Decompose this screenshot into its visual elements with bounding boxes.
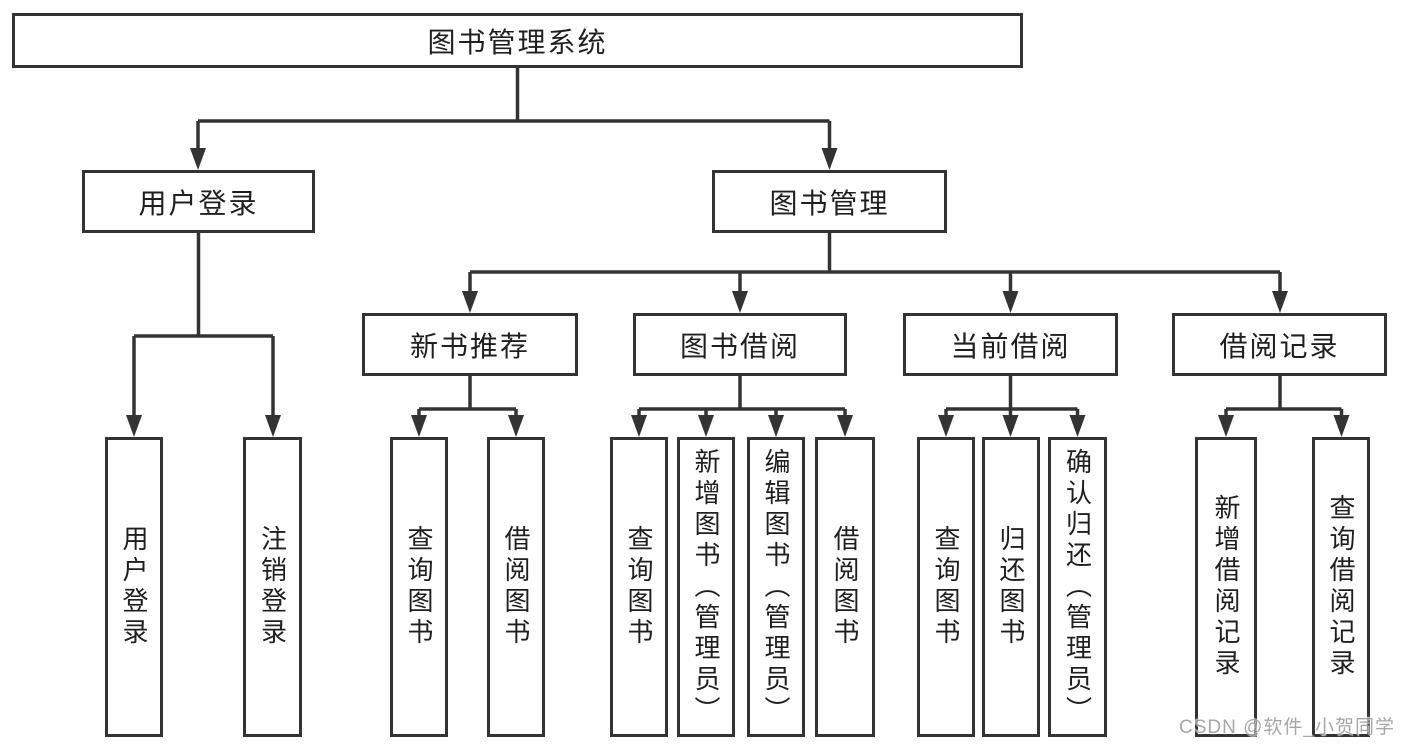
edges-root <box>190 68 838 170</box>
node-user-login-label: 用户登录 <box>138 187 259 219</box>
leaf-edit-books-admin: 编辑图书（管理员） <box>747 437 805 737</box>
edge-line <box>417 376 518 417</box>
leaf-logout-label: 注销登录 <box>257 525 288 649</box>
arrow-down-icon <box>1002 291 1019 313</box>
leaf-query-books-current: 查询图书 <box>917 437 975 737</box>
edge-line <box>132 233 275 417</box>
node-new-book-recommend-label: 新书推荐 <box>409 330 530 362</box>
leaf-borrow-books-recommend: 借阅图书 <box>487 437 545 737</box>
arrow-down-icon <box>768 415 784 437</box>
leaf-query-books-current-label: 查询图书 <box>931 525 961 649</box>
leaf-user-login: 用户登录 <box>105 437 163 737</box>
leaf-edit-books-admin-label: 编辑图书（管理员） <box>761 447 791 727</box>
node-current-borrow-label: 当前借阅 <box>950 330 1071 362</box>
arrow-down-icon <box>631 415 647 437</box>
edges-current-borrow <box>938 376 1086 437</box>
arrow-down-icon <box>265 415 281 437</box>
edges-user-login <box>126 233 281 437</box>
edges-borrow-records <box>1218 376 1350 437</box>
leaf-add-borrow-record: 新增借阅记录 <box>1195 437 1257 737</box>
arrow-down-icon <box>1218 415 1234 437</box>
leaf-borrow-books-label: 借阅图书 <box>830 525 860 649</box>
node-root: 图书管理系统 <box>12 13 1023 68</box>
leaf-add-books-admin: 新增图书（管理员） <box>677 437 735 737</box>
node-book-borrow-label: 图书借阅 <box>679 330 800 362</box>
leaf-borrow-books-recommend-label: 借阅图书 <box>501 525 531 649</box>
node-current-borrow: 当前借阅 <box>903 313 1118 376</box>
node-root-label: 图书管理系统 <box>427 26 608 58</box>
arrow-down-icon <box>938 415 954 437</box>
arrow-down-icon <box>462 291 478 313</box>
node-borrow-records: 借阅记录 <box>1172 313 1387 376</box>
leaf-logout: 注销登录 <box>243 437 302 737</box>
leaf-query-borrow-record: 查询借阅记录 <box>1312 437 1370 737</box>
edge-line <box>944 376 1080 417</box>
arrow-down-icon <box>411 415 427 437</box>
leaf-add-borrow-record-label: 新增借阅记录 <box>1211 494 1241 680</box>
arrow-down-icon <box>508 415 524 437</box>
arrow-down-icon <box>732 291 748 313</box>
watermark: CSDN @软件_小贺同学 <box>1179 717 1395 738</box>
node-book-management-label: 图书管理 <box>769 187 890 219</box>
arrow-down-icon <box>1272 291 1288 313</box>
edges-book-borrow <box>631 376 853 437</box>
leaf-query-books-borrow: 查询图书 <box>610 437 668 737</box>
edge-line <box>468 233 1282 292</box>
arrow-down-icon <box>821 148 838 170</box>
edges-book-management <box>462 233 1288 313</box>
arrow-down-icon <box>126 415 142 437</box>
leaf-query-books-borrow-label: 查询图书 <box>624 525 654 649</box>
leaf-confirm-return-admin-label: 确认归还（管理员） <box>1062 447 1093 727</box>
node-borrow-records-label: 借阅记录 <box>1219 330 1340 362</box>
node-book-management: 图书管理 <box>712 170 947 233</box>
leaf-return-books: 归还图书 <box>982 437 1040 737</box>
edge-line <box>1224 376 1344 417</box>
leaf-confirm-return-admin: 确认归还（管理员） <box>1048 437 1107 737</box>
leaf-borrow-books: 借阅图书 <box>815 437 875 737</box>
arrow-down-icon <box>190 148 206 170</box>
arrow-down-icon <box>1069 415 1086 437</box>
node-user-login: 用户登录 <box>82 170 315 233</box>
leaf-query-borrow-record-label: 查询借阅记录 <box>1326 494 1356 680</box>
node-new-book-recommend: 新书推荐 <box>362 313 578 376</box>
arrow-down-icon <box>1002 415 1019 437</box>
leaf-user-login-label: 用户登录 <box>119 525 149 649</box>
edges-new-book-recommend <box>411 376 524 437</box>
leaf-add-books-admin-label: 新增图书（管理员） <box>691 447 721 727</box>
edge-line <box>196 68 832 150</box>
arrow-down-icon <box>837 415 853 437</box>
leaf-query-books-recommend: 查询图书 <box>390 437 448 737</box>
leaf-query-books-recommend-label: 查询图书 <box>404 525 434 649</box>
edge-line <box>637 376 847 417</box>
leaf-return-books-label: 归还图书 <box>996 525 1026 649</box>
arrow-down-icon <box>1333 415 1350 437</box>
node-book-borrow: 图书借阅 <box>633 313 847 376</box>
arrow-down-icon <box>698 415 714 437</box>
